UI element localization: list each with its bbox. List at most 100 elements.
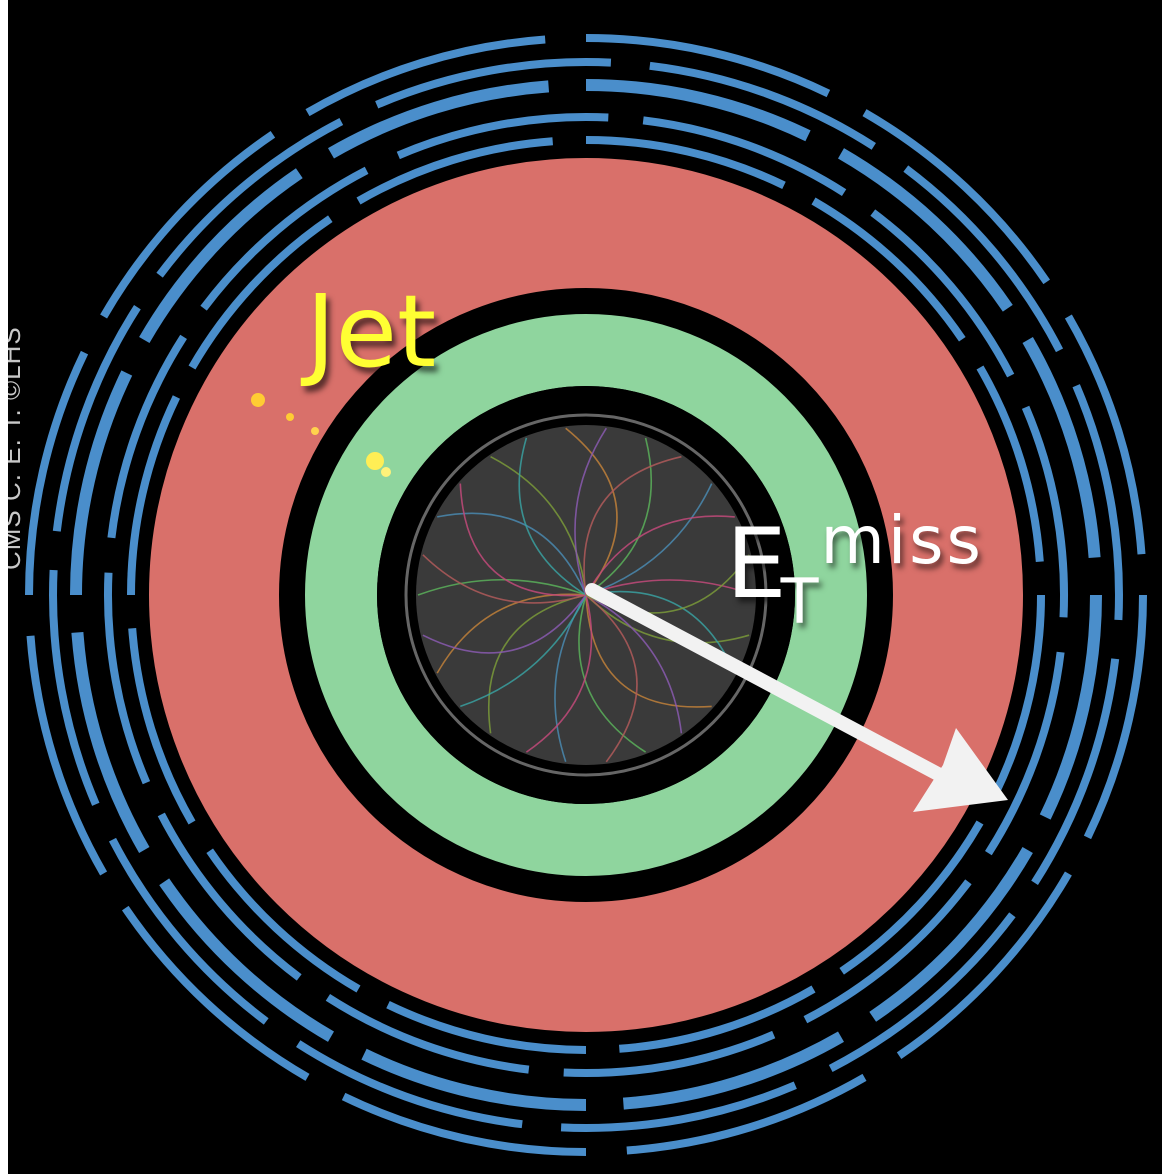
muon-chamber-segment: [305, 35, 546, 117]
muon-chamber-segment: [26, 635, 108, 876]
muon-chamber-segment: [896, 871, 1072, 1060]
particle-track: [487, 594, 587, 734]
muon-chamber-segment: [811, 197, 966, 342]
muon-chamber-segment: [1031, 658, 1120, 885]
muon-chamber-segment: [71, 631, 150, 853]
muon-chamber-segment: [121, 905, 310, 1081]
particle-track: [574, 427, 607, 596]
muon-chamber-segment: [70, 370, 133, 596]
muon-chamber-segment: [25, 350, 89, 596]
particle-track: [585, 437, 653, 596]
muon-chamber-segment: [1022, 337, 1101, 559]
muon-chamber-segment: [1064, 314, 1146, 555]
jet-deposits: [251, 393, 391, 477]
muon-chamber-segment: [157, 812, 302, 981]
muon-chamber-segment: [396, 113, 609, 160]
muon-chamber-segment: [104, 572, 151, 785]
muon-chamber-segment: [1039, 594, 1102, 820]
ecal-ring: [305, 314, 867, 876]
hcal-ring: [149, 158, 1023, 1032]
muon-chamber-segment: [156, 117, 344, 278]
solenoid-ring: [377, 386, 795, 804]
muon-chamber-segment: [1072, 384, 1123, 621]
muon-chamber-segment: [985, 651, 1065, 856]
particle-track: [490, 455, 587, 596]
particle-track: [422, 554, 587, 604]
muon-chamber-segment: [200, 166, 369, 311]
particle-track: [585, 483, 713, 596]
jet-hit: [381, 467, 391, 477]
muon-chamber-segment: [49, 569, 100, 806]
muon-chamber-segment: [585, 79, 811, 142]
particle-track: [459, 483, 587, 597]
muon-chamber-segment: [1083, 594, 1147, 840]
particle-track: [583, 455, 682, 596]
side-credit-text: CMS C. E. T. ©LHS: [8, 326, 26, 570]
missing-et-label: ETmiss: [726, 508, 984, 633]
muon-chamber-segment: [341, 1092, 587, 1156]
particle-track: [585, 594, 683, 734]
particle-track: [518, 437, 587, 596]
particle-track: [437, 512, 587, 596]
muon-chamber-segment: [328, 80, 550, 159]
muon-chamber-segment: [361, 1048, 587, 1111]
muon-chamber-segment: [100, 130, 276, 319]
muon-chamber-segment: [976, 365, 1044, 562]
muon-chamber-segment: [828, 912, 1016, 1073]
particle-track: [585, 515, 735, 596]
muon-chamber-segment: [642, 116, 847, 196]
jet-hit: [311, 427, 319, 435]
particle-track: [417, 578, 587, 596]
muon-chamber-segment: [107, 334, 187, 539]
muon-chamber-segment: [837, 148, 1013, 312]
muon-chamber-segment: [991, 594, 1045, 795]
muon-chamber-segment: [296, 1040, 523, 1129]
met-arrow: [585, 583, 1008, 812]
muon-chamber-segment: [585, 34, 831, 98]
muon-chamber-segment: [626, 1073, 867, 1155]
muon-chamber-segment: [127, 395, 181, 596]
muon-chamber-segment: [560, 1081, 797, 1132]
muon-chamber-segment: [563, 1030, 776, 1077]
particle-track: [585, 590, 736, 674]
muon-chamber-segment: [108, 837, 269, 1025]
muon-chamber-segment: [206, 848, 361, 993]
muon-chamber-segment: [356, 137, 553, 205]
particle-track: [525, 594, 593, 753]
muon-chamber-segment: [139, 168, 303, 344]
particle-track: [436, 593, 587, 674]
muon-system-rings: [25, 34, 1147, 1156]
muon-chamber-segment: [325, 994, 530, 1074]
particle-track: [422, 594, 587, 654]
hcal-inner-gap: [283, 292, 889, 898]
muon-chamber-segment: [159, 878, 335, 1042]
muon-chamber-segment: [649, 61, 876, 150]
muon-chamber-segment: [622, 1031, 844, 1110]
particle-track: [578, 594, 647, 753]
muon-chamber-segment: [128, 628, 196, 825]
muon-chamber-segment: [375, 58, 612, 109]
solenoid-line: [404, 413, 768, 777]
muon-chamber-segment: [1021, 405, 1068, 618]
muon-chamber-segment: [619, 985, 816, 1053]
detector-event-display: CMS C. E. T. ©LHS Jet ETmiss: [8, 0, 1162, 1174]
muon-chamber-segment: [839, 820, 984, 975]
detector-cross-section: [25, 34, 1147, 1156]
muon-chamber-segment: [52, 305, 141, 532]
jet-hit: [366, 452, 384, 470]
muon-chamber-segment: [862, 109, 1051, 285]
particle-track: [585, 594, 638, 763]
muon-chamber-segment: [803, 879, 972, 1024]
muon-chamber-segment: [585, 136, 786, 190]
jet-hit: [251, 393, 265, 407]
muon-chamber-segment: [386, 1000, 587, 1054]
jet-label: Jet: [306, 273, 437, 390]
met-label-superscript: miss: [820, 502, 984, 579]
particle-track: [460, 594, 587, 708]
particle-track: [585, 594, 712, 708]
muon-chamber-segment: [903, 165, 1064, 353]
muon-chamber-segment: [869, 846, 1033, 1022]
met-label-main: E: [726, 508, 787, 620]
muon-chamber-segment: [188, 215, 333, 370]
met-label-subscript: T: [780, 565, 819, 638]
